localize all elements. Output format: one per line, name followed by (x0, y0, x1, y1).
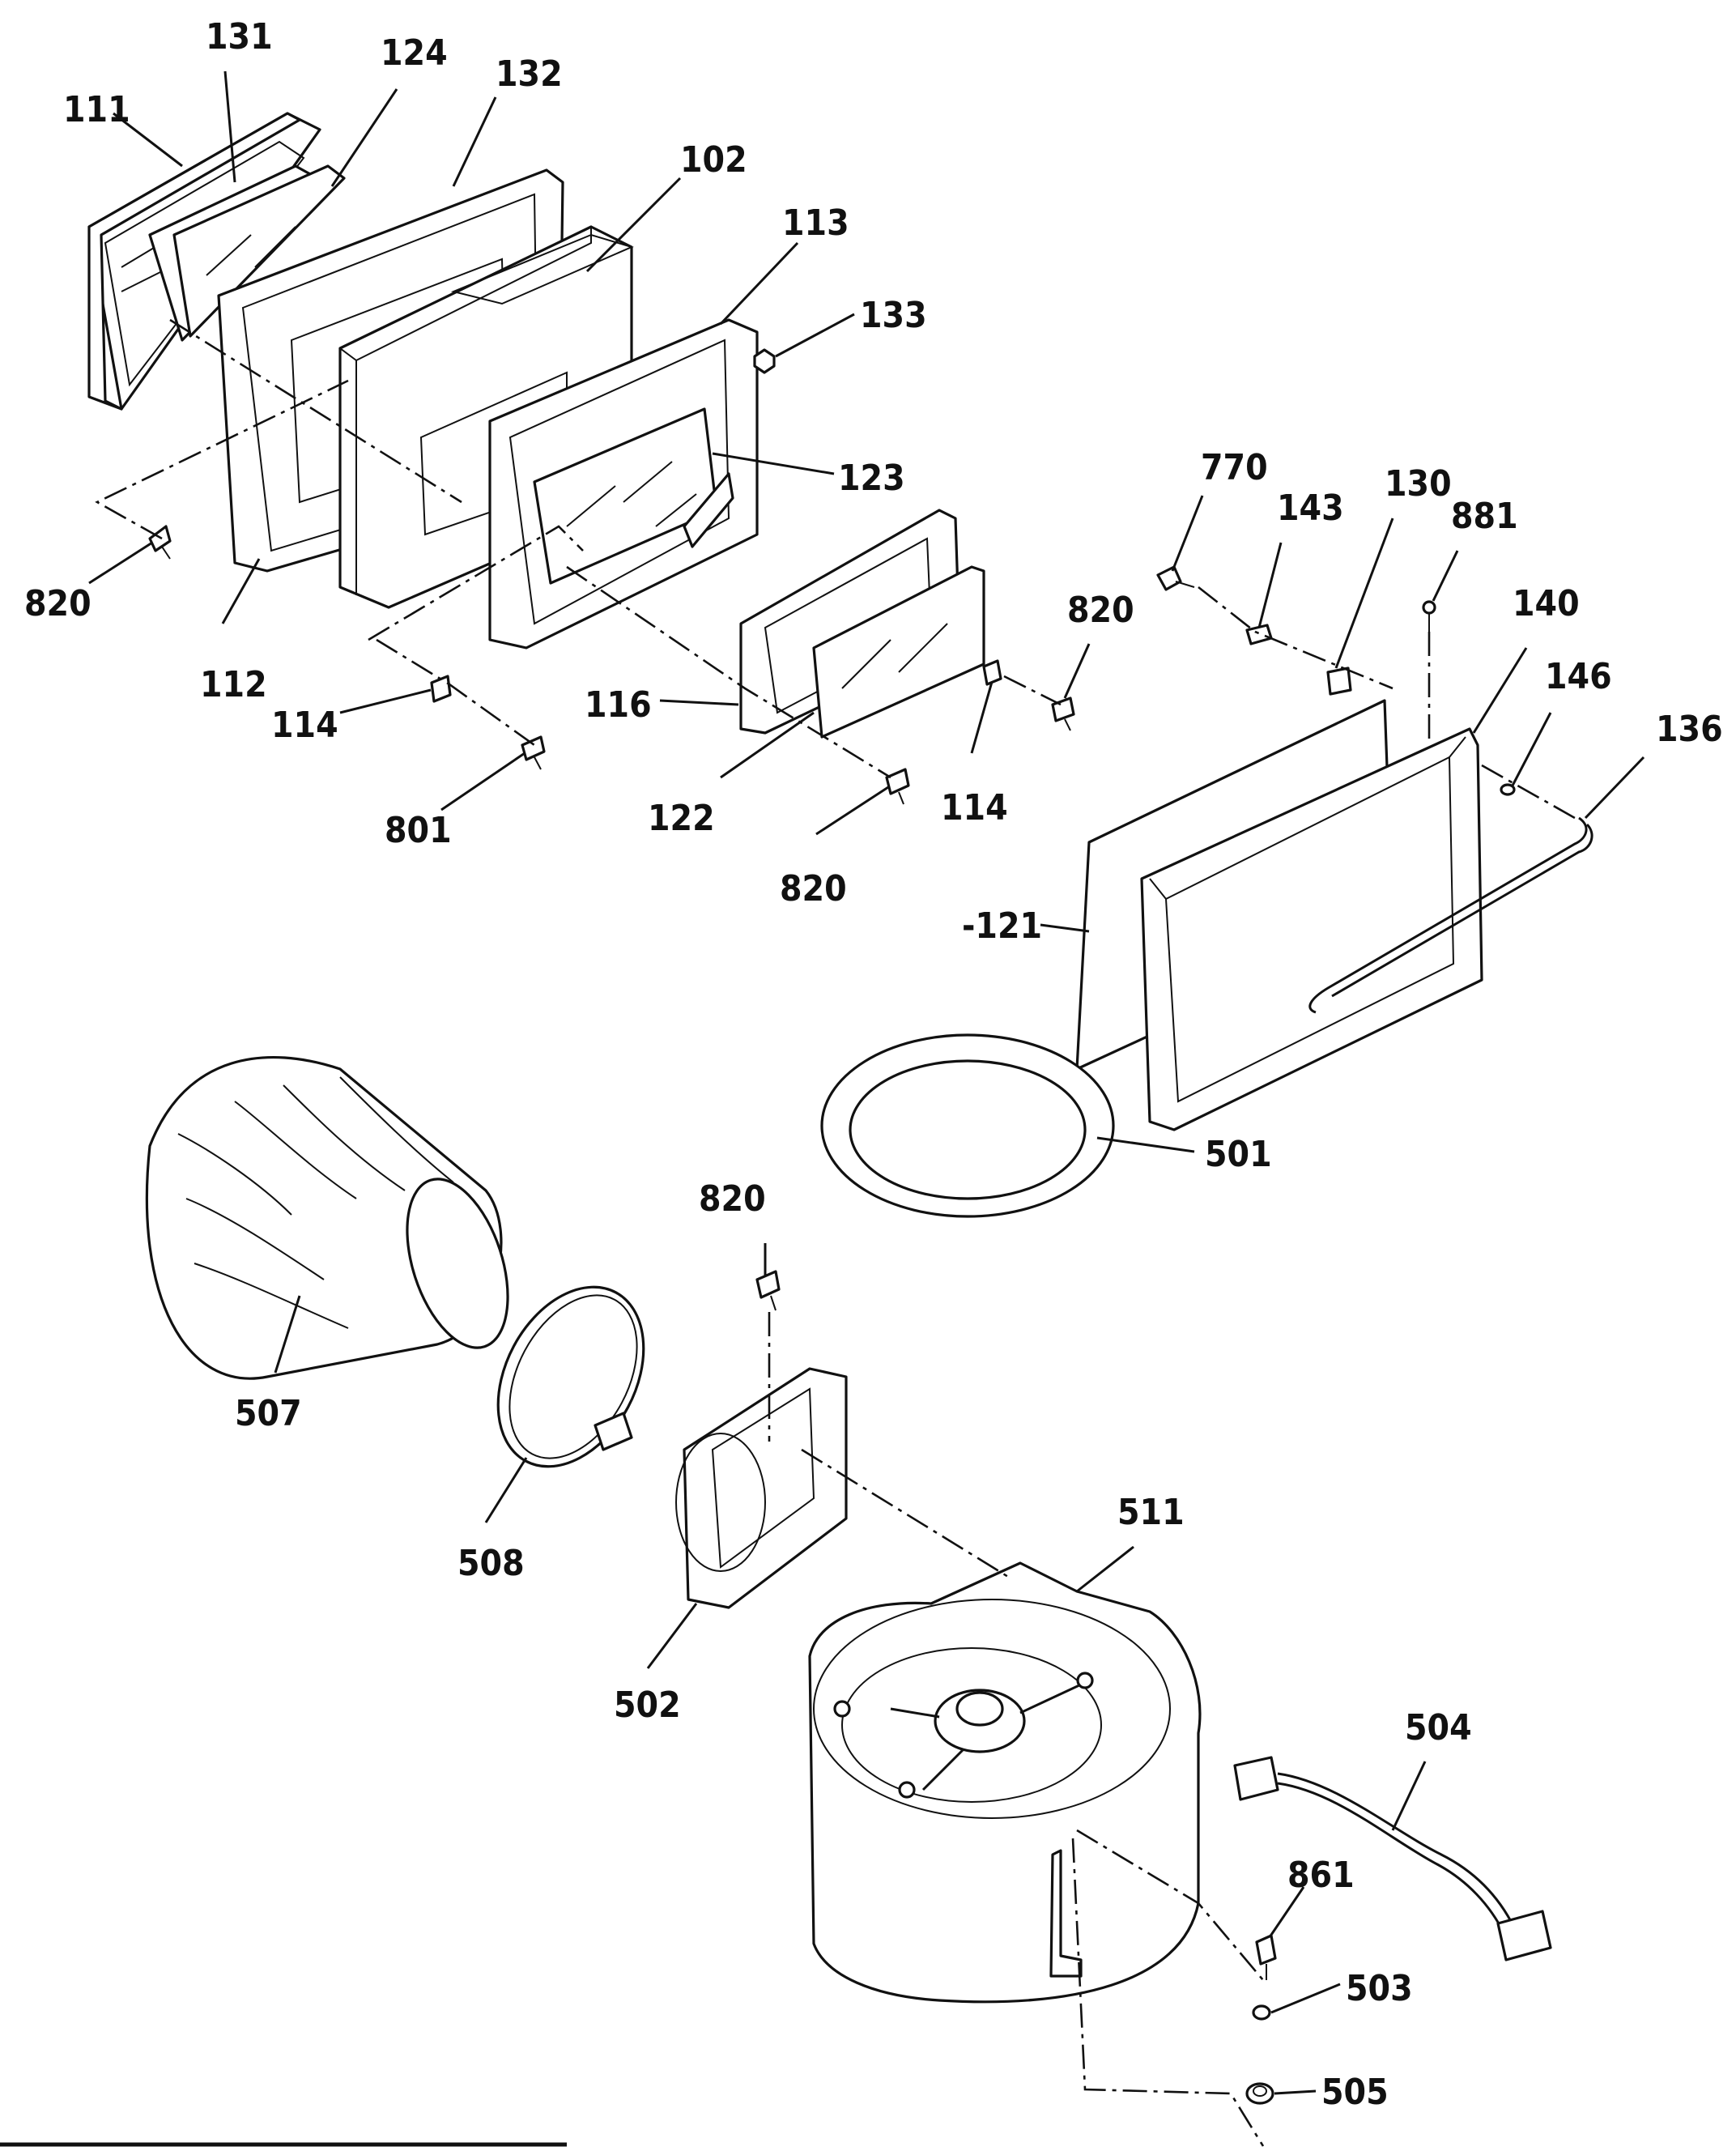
screw-820-bottom (885, 768, 910, 805)
callout-131: 131 (206, 16, 273, 58)
screw-881 (1422, 600, 1436, 632)
pad-130 (1326, 667, 1352, 696)
screw-801 (521, 735, 546, 770)
callout-801: 801 (385, 810, 452, 851)
bracket-114-right (982, 659, 1002, 686)
callout-112: 112 (200, 664, 267, 705)
callout-136: 136 (1656, 709, 1723, 750)
transition-adapter-502 (675, 1367, 848, 1609)
callout-508: 508 (457, 1543, 525, 1584)
bracket-114-left (430, 675, 452, 703)
callout-507: 507 (235, 1393, 302, 1434)
hose-clamp-508 (496, 1285, 645, 1468)
washer-503 (1252, 2004, 1271, 2021)
inner-door-panel-113 (488, 318, 759, 650)
callout-123: 123 (838, 458, 905, 499)
callout-132: 132 (496, 53, 563, 95)
callout-114-left: 114 (271, 705, 338, 746)
blower-housing-511 (808, 1561, 1202, 2004)
leader-lines (88, 70, 1645, 2095)
clip-143 (1245, 624, 1273, 645)
alignment-lines (95, 318, 1576, 2147)
callout-820-bottom: 820 (780, 868, 847, 909)
callout-102: 102 (680, 139, 747, 181)
callout-820-right: 820 (1067, 590, 1134, 631)
callout-111: 111 (63, 89, 130, 130)
callout-133: 133 (860, 295, 927, 336)
callout-116: 116 (585, 684, 652, 726)
ring-501 (820, 1033, 1115, 1218)
callout-881: 881 (1451, 496, 1518, 537)
callout-511: 511 (1117, 1492, 1185, 1533)
callout-861: 861 (1287, 1855, 1355, 1896)
callout-146: 146 (1545, 656, 1612, 697)
callout-113: 113 (782, 202, 849, 244)
screw-820-blower (755, 1270, 781, 1311)
screw-820-left (148, 525, 172, 560)
callout-502: 502 (614, 1685, 681, 1726)
screw-770 (1156, 565, 1195, 591)
callout-140: 140 (1513, 583, 1580, 624)
screw-861 (1255, 1934, 1277, 1980)
callout-114-right: 114 (941, 787, 1008, 828)
callout-504: 504 (1405, 1707, 1472, 1748)
callout-124: 124 (381, 32, 448, 74)
callout-505: 505 (1321, 2072, 1389, 2113)
callout-503: 503 (1346, 1968, 1413, 2009)
callout-143: 143 (1277, 488, 1344, 529)
callout-770: 770 (1201, 447, 1268, 488)
callout-501: 501 (1205, 1134, 1272, 1175)
flex-duct-507 (145, 1056, 509, 1380)
trim-frame-140 (1140, 727, 1483, 1131)
window-glass-122 (812, 565, 985, 739)
heating-tube-136 (1308, 816, 1593, 1014)
callout-820-blower: 820 (699, 1178, 766, 1220)
callout-130: 130 (1385, 463, 1452, 505)
gasket-146 (1500, 783, 1516, 796)
grommet-505 (1245, 2082, 1274, 2105)
wire-harness-504 (1233, 1756, 1552, 1961)
callout-122: 122 (648, 798, 715, 839)
glass-panel-124 (172, 164, 346, 338)
callout-labels: 111 131 124 132 102 113 133 123 820 112 … (24, 16, 1723, 2113)
callout-121: -121 (962, 905, 1042, 947)
callout-820-left: 820 (24, 583, 91, 624)
nut-133 (753, 348, 776, 374)
